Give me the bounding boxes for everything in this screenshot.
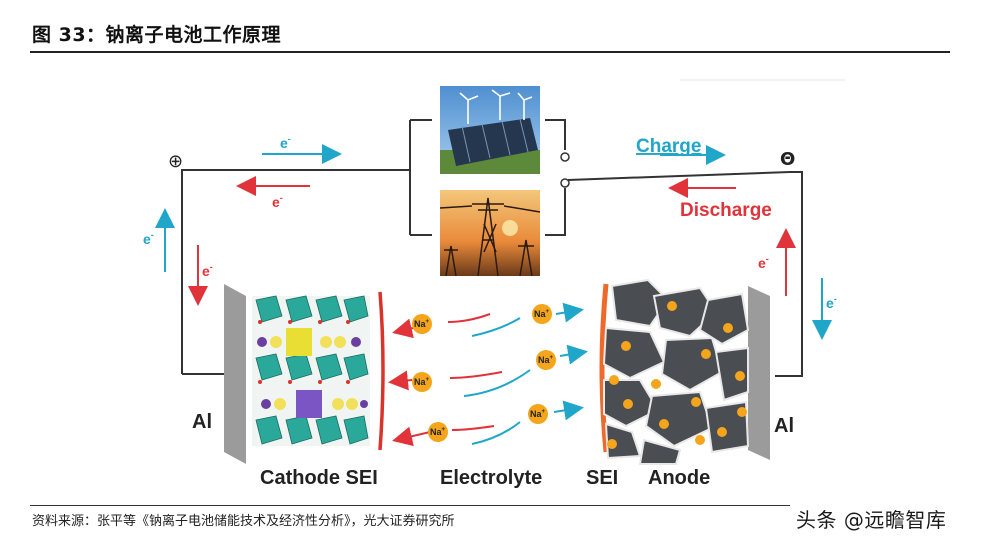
cathode-sei-layer: [378, 291, 385, 451]
switch-contact-bottom: [560, 178, 570, 188]
source-note: 资料来源：张平等《钠离子电池储能技术及经济性分析》，光大证券研究所: [32, 514, 455, 529]
anode-label: Anode: [648, 467, 710, 489]
ion-label: Na+: [414, 377, 430, 387]
charge-label: Charge: [636, 136, 701, 157]
ion-label: Na+: [530, 409, 546, 419]
electron-label: e-: [826, 294, 837, 311]
electrolyte-label: Electrolyte: [440, 467, 542, 489]
title-divider: [30, 51, 950, 53]
ion-label: Na+: [414, 319, 430, 329]
electron-label: e-: [758, 254, 769, 271]
electron-label: e-: [202, 262, 213, 279]
source-divider: [30, 505, 790, 506]
electron-label: e-: [280, 134, 291, 151]
anode-sei-layer: [599, 283, 609, 453]
anode-sei-label: SEI: [586, 467, 618, 489]
anode-structure: [602, 278, 750, 465]
ion-migration: Na+ Na+ Na+ Na+ Na+ Na+: [388, 302, 588, 447]
ion-label: Na+: [538, 355, 554, 365]
external-circuit: [181, 119, 803, 377]
ion-label: Na+: [534, 309, 550, 319]
figure-title: 图 33：钠离子电池工作原理: [32, 24, 282, 46]
cathode-current-collector: [224, 284, 246, 464]
positive-terminal-icon: ⊕: [168, 151, 183, 172]
discharge-label: Discharge: [680, 200, 772, 221]
electron-label: e-: [272, 193, 283, 210]
anode-current-collector: [748, 286, 770, 460]
renewable-energy-image: [440, 86, 540, 174]
collector-label-right: Al: [774, 415, 794, 437]
switch-contact-top: [560, 152, 570, 162]
negative-terminal-icon: Θ: [780, 149, 795, 170]
ion-label: Na+: [430, 427, 446, 437]
watermark: 头条 @远瞻智库: [796, 508, 947, 532]
power-grid-image: [439, 190, 541, 277]
collector-label-left: Al: [192, 411, 212, 433]
electron-label: e-: [143, 230, 154, 247]
cathode-structure: [252, 295, 370, 446]
cathode-sei-label: Cathode SEI: [260, 467, 378, 489]
